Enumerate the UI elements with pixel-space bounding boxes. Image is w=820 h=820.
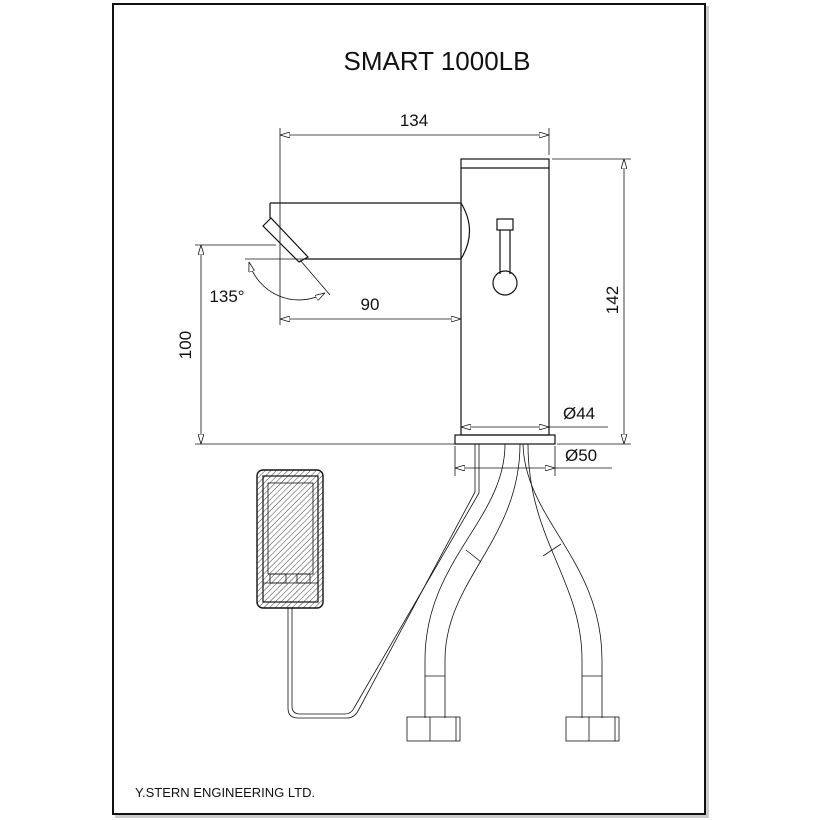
drawing-frame	[112, 3, 706, 815]
company-name: Y.STERN ENGINEERING LTD.	[135, 785, 315, 800]
dimension-134: 134	[279, 111, 550, 325]
svg-text:90: 90	[361, 295, 380, 314]
svg-text:Ø50: Ø50	[565, 446, 597, 465]
dimension-diameter-50: Ø50	[454, 446, 612, 476]
drawing-title: SMART 1000LB	[344, 46, 531, 76]
svg-text:142: 142	[603, 286, 622, 314]
svg-text:135°: 135°	[209, 287, 244, 306]
supply-hoses	[406, 443, 620, 742]
svg-text:100: 100	[176, 331, 195, 359]
sensor	[492, 218, 518, 296]
faucet-body	[454, 158, 556, 445]
spout	[262, 202, 471, 263]
dimension-142: 142	[552, 158, 631, 445]
sensor-cable	[287, 444, 480, 719]
dimension-90: 90	[280, 295, 461, 319]
dimension-100: 100	[176, 244, 455, 445]
svg-text:Ø44: Ø44	[563, 404, 595, 423]
control-box	[256, 469, 324, 609]
dimension-angle-135: 135°	[209, 258, 331, 306]
dimension-diameter-44: Ø44	[461, 404, 608, 427]
svg-text:134: 134	[400, 111, 428, 130]
